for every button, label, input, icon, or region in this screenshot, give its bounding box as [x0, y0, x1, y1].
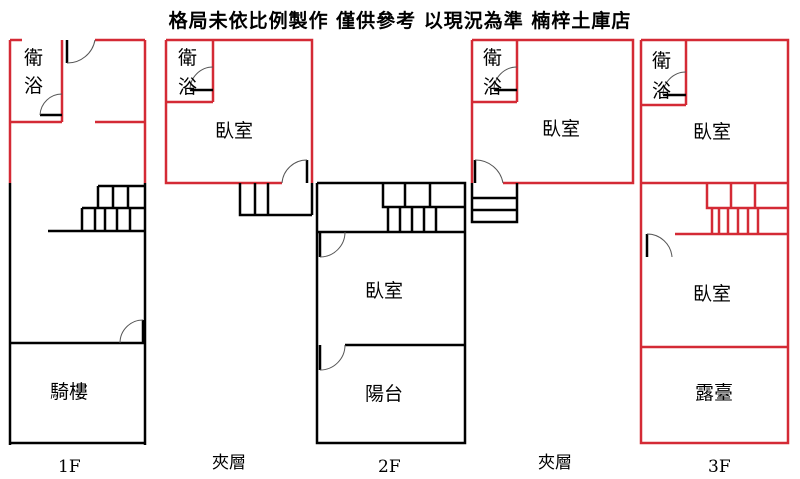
- room-label-bedroom: 臥室: [693, 283, 731, 305]
- plan-mezzanine-2: 衛 浴 臥室 夾層: [470, 38, 635, 473]
- floor-label-2f: 2F: [378, 457, 401, 477]
- room-label-bath: 浴: [178, 76, 197, 98]
- room-label-bath: 浴: [24, 75, 43, 97]
- room-label-arcade: 騎樓: [50, 381, 88, 403]
- room-label-bedroom: 臥室: [215, 120, 253, 142]
- plan-mezzanine-1: 衛 浴 臥室 夾層: [164, 38, 314, 473]
- floor-label-mezzanine: 夾層: [538, 453, 572, 473]
- floor-label-1f: 1F: [58, 457, 81, 477]
- floor-label-mezzanine: 夾層: [212, 453, 246, 473]
- room-label-bath: 衛: [178, 47, 197, 69]
- room-label-bath: 衛: [24, 47, 43, 69]
- room-label-bath: 浴: [652, 80, 671, 102]
- room-label-bath: 衛: [483, 47, 502, 69]
- disclaimer-title: 格局未依比例製作 僅供參考 以現況為準 楠梓土庫店: [168, 10, 632, 32]
- room-label-bedroom: 臥室: [365, 280, 403, 302]
- room-label-balcony: 陽台: [365, 383, 403, 405]
- room-label-terrace: 露臺: [695, 382, 733, 404]
- room-label-bath: 衛: [652, 50, 671, 72]
- plan-3f: 衛 浴 臥室 臥室 露臺 3F: [639, 38, 790, 477]
- plan-1f: 衛 浴 騎樓 1F: [8, 38, 147, 477]
- plan-2f: 臥室 陽台 2F: [315, 181, 467, 477]
- room-label-bedroom: 臥室: [693, 121, 731, 143]
- room-label-bedroom: 臥室: [542, 118, 580, 140]
- room-label-bath: 浴: [483, 76, 502, 98]
- floor-label-3f: 3F: [708, 457, 731, 477]
